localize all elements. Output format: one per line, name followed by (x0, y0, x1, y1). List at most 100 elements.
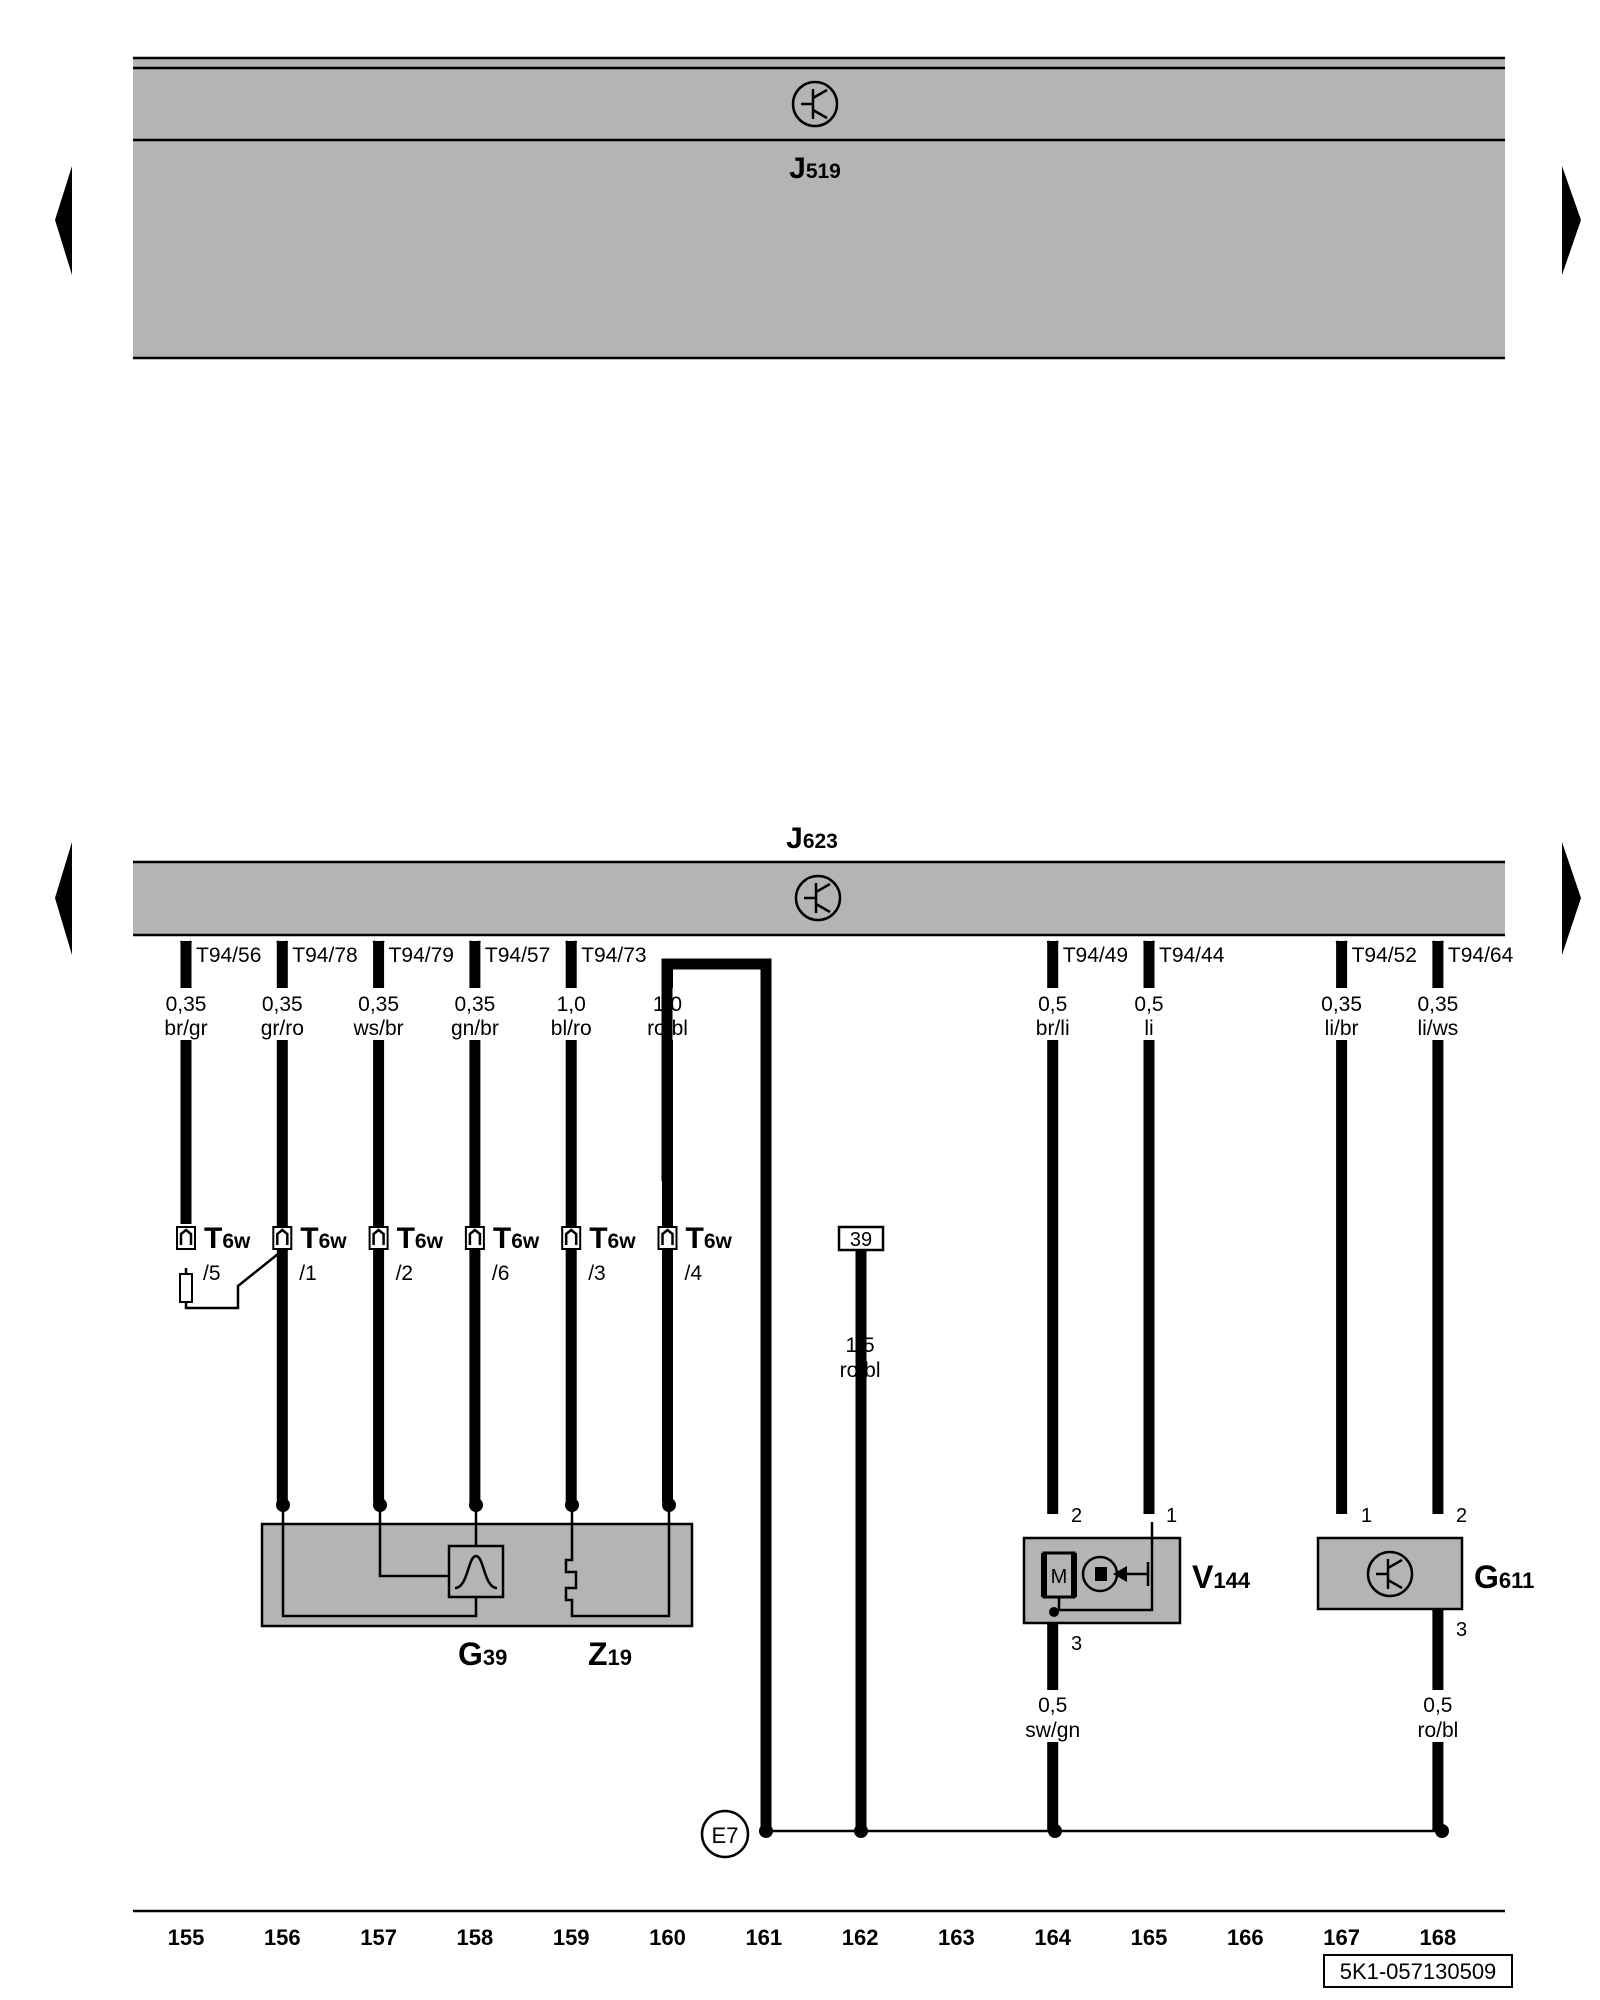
connector-pin: /6 (492, 1262, 510, 1285)
pin-marker (468, 940, 481, 953)
wire-size-168: 0,35 (1417, 993, 1458, 1016)
column-number-162: 162 (842, 1925, 879, 1950)
next-arrow-top[interactable] (1562, 166, 1581, 275)
connector-pin: /3 (588, 1262, 606, 1285)
connector-t6w-158: T6w/6 (464, 1222, 540, 1285)
component-g611-label: G611 (1474, 1559, 1534, 1595)
connector-t6w-157: T6w/2 (368, 1222, 444, 1285)
wires (180, 941, 1444, 1830)
next-arrow-bottom[interactable] (1562, 842, 1581, 955)
column-number-165: 165 (1131, 1925, 1168, 1950)
wire-color-167: li/br (1325, 1017, 1359, 1040)
wire-color-157: ws/br (353, 1017, 404, 1040)
wire-label-bg (248, 988, 317, 1040)
svg-text:2: 2 (1456, 1505, 1467, 1527)
module-j519: J519 (133, 56, 1505, 360)
svg-text:M: M (1051, 1566, 1068, 1588)
connector-label: T6w (493, 1222, 540, 1255)
pin-marker (565, 940, 578, 953)
component-g611: G611 1 2 3 (1316, 1505, 1534, 1641)
electronic-control-icon (794, 874, 842, 922)
wire-size-165: 0,5 (1134, 993, 1163, 1016)
wire-label-bg (537, 988, 606, 1040)
wire-size-156: 0,35 (262, 993, 303, 1016)
connector-pin: /1 (299, 1262, 317, 1285)
wire-label-bg (1018, 1690, 1087, 1742)
component-z19-label: Z19 (588, 1636, 632, 1672)
temperature-sensor-icon (447, 1544, 505, 1599)
pin-marker (1335, 940, 1348, 953)
motor-icon: M (1041, 1551, 1077, 1599)
component-g39-z19: G39 Z19 (179, 1249, 694, 1672)
pin-label-167: T94/52 (1352, 944, 1417, 967)
wire-size-167: 0,35 (1321, 993, 1362, 1016)
wire-size-157: 0,35 (358, 993, 399, 1016)
wire-size-164: 0,5 (1038, 993, 1067, 1016)
wire-label-bg (1403, 1690, 1472, 1742)
column-number-168: 168 (1420, 1925, 1457, 1950)
column-number-155: 155 (168, 1925, 205, 1950)
connector-label: T6w (589, 1222, 636, 1255)
wire-size-155: 0,35 (166, 993, 207, 1016)
wire-color-158: gn/br (451, 1017, 499, 1040)
pin-marker (372, 940, 385, 953)
prev-arrow-top[interactable] (55, 166, 72, 275)
column-number-159: 159 (553, 1925, 590, 1950)
column-number-164: 164 (1034, 1925, 1071, 1950)
connector-t6w-155: T6w/5 (176, 1222, 251, 1285)
pin-label-158: T94/57 (485, 944, 550, 967)
component-v144: M V144 2 1 3 (1022, 1505, 1251, 1655)
wire-color-159: bl/ro (551, 1017, 592, 1040)
prev-arrow-bottom[interactable] (55, 842, 72, 955)
component-v144-label: V144 (1192, 1559, 1251, 1595)
pin-label-165: T94/44 (1159, 944, 1225, 967)
footer-code: 5K1-057130509 (1323, 1954, 1513, 1988)
sensor-electronic-icon (1366, 1550, 1414, 1598)
wire-labels: 0,35br/gr0,35gr/ro0,35ws/br0,35gn/br1,0b… (152, 988, 1472, 1742)
pin-label-155: T94/56 (196, 944, 261, 967)
column-number-160: 160 (649, 1925, 686, 1950)
pin-marker (1142, 940, 1156, 953)
pin-marker (276, 940, 289, 953)
lower-wire-size-168: 0,5 (1423, 1694, 1452, 1717)
lower-wire-color-168: ro/bl (1417, 1719, 1458, 1742)
column-number-158: 158 (457, 1925, 494, 1950)
pin-label-159: T94/73 (581, 944, 646, 967)
svg-text:1: 1 (1361, 1505, 1372, 1527)
pin-label-156: T94/78 (292, 944, 357, 967)
actuator-icon (1081, 1555, 1150, 1593)
connector-label: T6w (397, 1222, 444, 1255)
svg-text:2: 2 (1071, 1505, 1082, 1527)
svg-text:3: 3 (1071, 1633, 1082, 1655)
component-g39-label: G39 (458, 1636, 507, 1672)
connector-t6w-156: T6w/1 (272, 1222, 347, 1285)
module-j623: J623 (133, 822, 1505, 937)
wire-color-164: br/li (1036, 1017, 1070, 1040)
wire-label-bg (1018, 988, 1087, 1040)
pin-marker (179, 940, 193, 953)
wire-label-bg (1403, 988, 1472, 1040)
svg-text:39: 39 (850, 1229, 872, 1251)
column-number-167: 167 (1323, 1925, 1360, 1950)
wire-size-158: 0,35 (454, 993, 495, 1016)
reference-box-39: 39 (837, 1225, 885, 1252)
connector-t6w-159: T6w/3 (561, 1222, 636, 1285)
lower-wire-color-164: sw/gn (1025, 1719, 1080, 1742)
ground-bus: E7 (700, 1809, 1449, 1859)
wire-label-bg (152, 988, 220, 1040)
connector-pin: /4 (685, 1262, 703, 1285)
wire-label-bg (440, 988, 509, 1040)
connector-label: T6w (686, 1222, 733, 1255)
wire-label-bg (344, 988, 413, 1040)
svg-text:1: 1 (1166, 1505, 1177, 1527)
lower-wire-size-164: 0,5 (1038, 1694, 1067, 1717)
connector-label: T6w (204, 1222, 251, 1255)
ground-point-e7: E7 (700, 1809, 750, 1859)
column-number-161: 161 (745, 1925, 782, 1950)
pin-label-157: T94/79 (389, 944, 454, 967)
pin-marker (1046, 940, 1059, 953)
